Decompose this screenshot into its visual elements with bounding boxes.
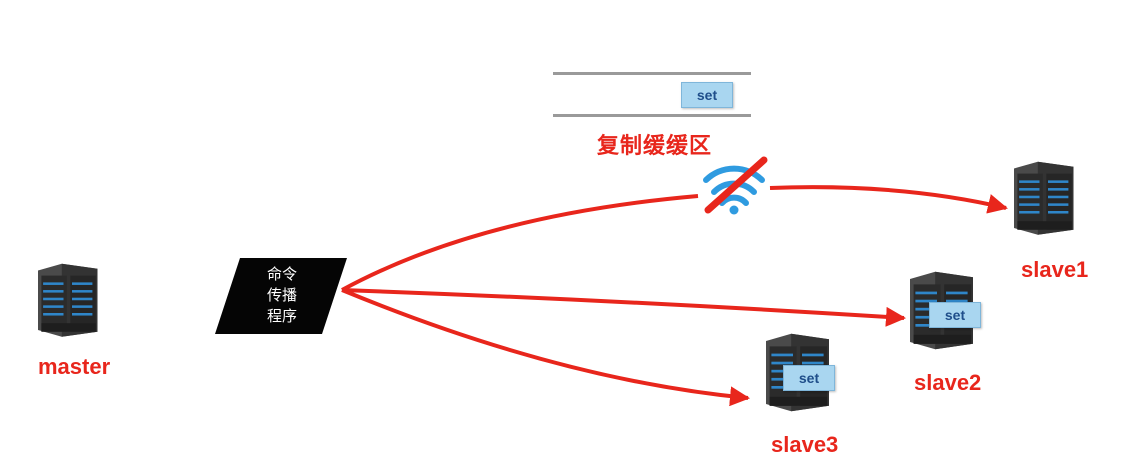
- slave3-label: slave3: [771, 432, 839, 457]
- program-line-3: 程序: [266, 307, 297, 325]
- wifi-disconnected-icon: [703, 156, 768, 215]
- master-server-icon: [38, 263, 98, 337]
- buffer-entry-tag: set: [681, 82, 733, 108]
- link-to-slave1-continued: [769, 185, 1008, 214]
- slave1-label: slave1: [1021, 257, 1089, 282]
- link-to-slave2: [341, 288, 906, 327]
- buffer-title: 复制缓缓区: [597, 134, 713, 159]
- slave2-label: slave2: [914, 370, 982, 395]
- master-label: master: [38, 354, 111, 379]
- slave2-entry-tag: set: [929, 302, 981, 328]
- link-to-slave3: [341, 288, 750, 407]
- slave1-server-icon: [1014, 161, 1074, 235]
- slave3-entry-tag: set: [783, 365, 835, 391]
- command-program-label: 命令 传播 程序: [252, 264, 312, 327]
- program-line-2: 传播: [266, 286, 297, 304]
- command-program-shape: [215, 258, 347, 334]
- buffer-top-line: [553, 72, 751, 75]
- buffer-bottom-line: [553, 114, 751, 117]
- link-to-slave1: [341, 194, 699, 292]
- program-line-1: 命令: [266, 265, 297, 283]
